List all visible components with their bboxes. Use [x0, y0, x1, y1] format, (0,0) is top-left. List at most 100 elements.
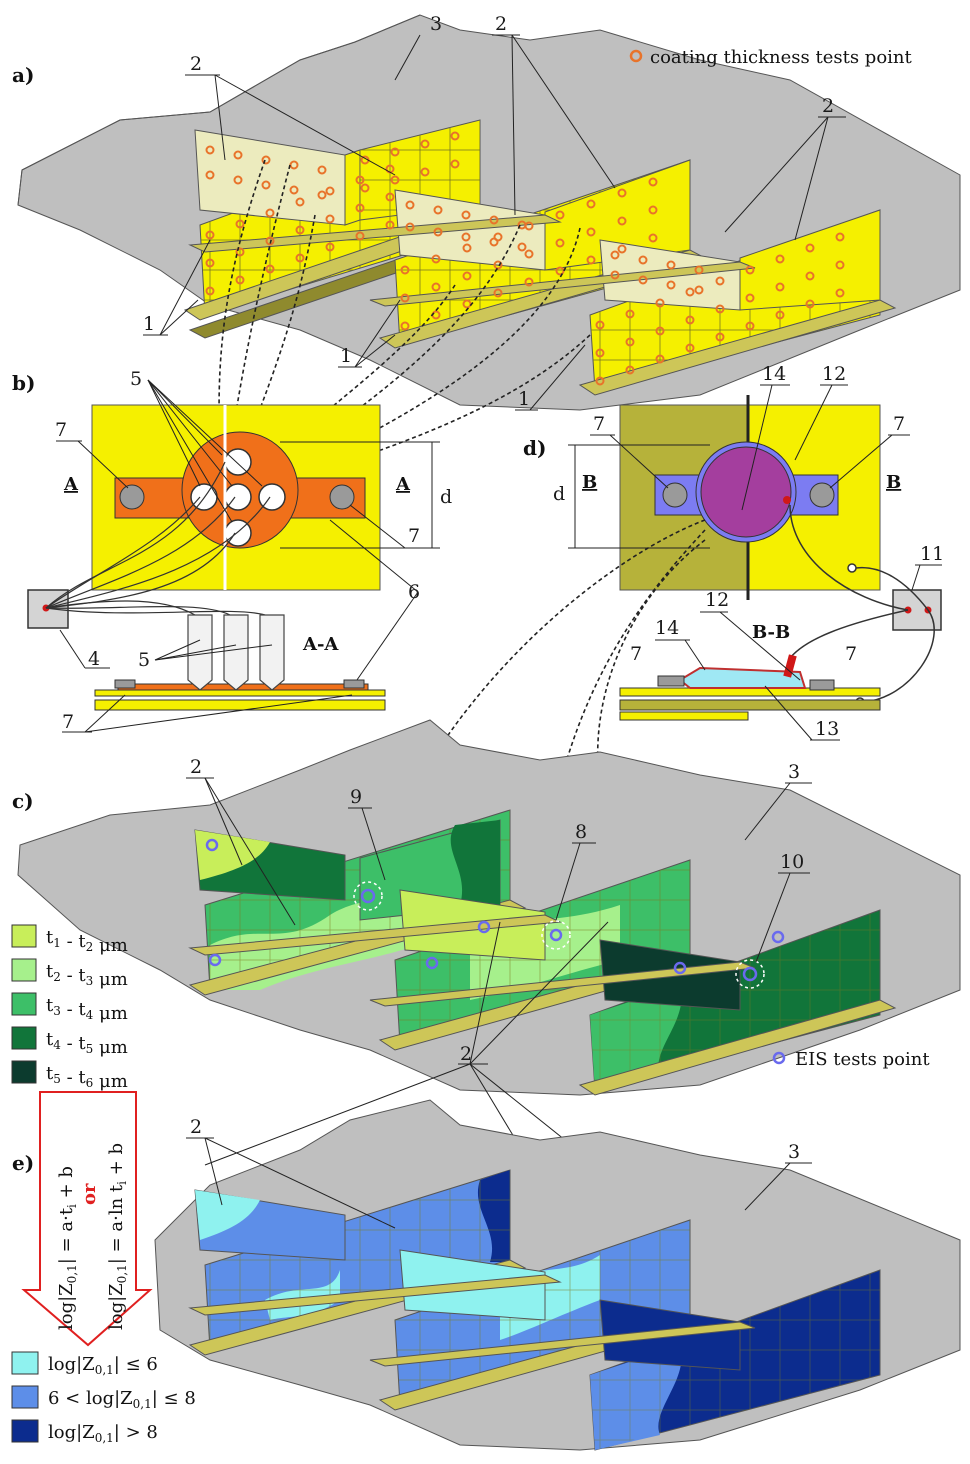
coating-test-point: [235, 219, 245, 229]
label-7: 7: [62, 711, 74, 733]
label-3: 3: [430, 13, 442, 35]
coating-test-points: [205, 131, 845, 386]
coating-test-point: [517, 220, 527, 230]
coating-test-point: [835, 232, 845, 242]
legend-swatch: [11, 1351, 39, 1375]
panel-d: d) B B d 7 7 14 12 11: [369, 363, 944, 951]
label-5: 5: [138, 649, 150, 671]
coating-test-point: [462, 243, 472, 253]
coating-test-point: [775, 282, 785, 292]
legend-label: t1 - t2 μm: [46, 927, 128, 956]
legend-marker-orange: [629, 49, 643, 63]
coating-test-point: [265, 208, 275, 218]
coating-test-point: [461, 232, 471, 242]
label-2: 2: [460, 1043, 472, 1065]
coating-test-point: [617, 216, 627, 226]
coating-test-point: [233, 175, 243, 185]
coating-test-point: [517, 242, 527, 252]
label-14: 14: [655, 617, 679, 639]
coating-test-point: [433, 227, 443, 237]
coating-test-point: [648, 233, 658, 243]
coating-test-point: [586, 255, 596, 265]
coating-test-point: [355, 203, 365, 213]
section-title-b-b: B-B: [752, 622, 790, 643]
coating-test-point: [715, 304, 725, 314]
beam-a-3: [578, 209, 897, 396]
legend-eis-text: EIS tests point: [795, 1049, 930, 1070]
panel-c: c): [11, 719, 961, 1301]
section-mark-a-right: A: [395, 474, 411, 495]
model-arrow: log|Z0,1| = a·ti + b or log|Z0,1| = a·ln…: [21, 1091, 153, 1347]
panel-label-e: e): [12, 1151, 34, 1175]
coating-test-point: [462, 271, 472, 281]
coating-test-point: [617, 244, 627, 254]
coating-test-point: [638, 275, 648, 285]
beam-a-1: [183, 119, 481, 339]
coating-test-point: [805, 299, 815, 309]
coating-test-point: [431, 282, 441, 292]
coating-test-point: [648, 205, 658, 215]
label-5: 5: [130, 368, 142, 390]
coating-test-point: [450, 159, 460, 169]
label-7: 7: [593, 413, 605, 435]
coating-test-point: [775, 310, 785, 320]
coating-test-point: [835, 260, 845, 270]
dim-d: d: [553, 483, 565, 505]
label-7: 7: [630, 643, 642, 665]
coating-test-point: [405, 200, 415, 210]
panel-label-b: b): [12, 371, 35, 395]
coating-test-point: [261, 155, 271, 165]
coating-test-point: [289, 160, 299, 170]
coating-test-point: [400, 293, 410, 303]
label-7: 7: [408, 525, 420, 547]
coating-test-point: [655, 298, 665, 308]
coating-test-point: [610, 270, 620, 280]
label-3: 3: [788, 1141, 800, 1163]
legend-label: 6 < log|Z0,1| ≤ 8: [48, 1388, 196, 1411]
beam-c-3: [578, 909, 897, 1096]
legend-swatch: [11, 958, 37, 982]
coating-test-point: [625, 365, 635, 375]
coating-test-point: [694, 265, 704, 275]
section-mark-a-left: A: [63, 474, 79, 495]
coating-test-point: [666, 260, 676, 270]
legend-marker-blue: [772, 1051, 786, 1065]
coating-test-point: [617, 188, 627, 198]
label-9: 9: [350, 786, 362, 808]
coating-test-point: [205, 145, 215, 155]
coating-test-point: [555, 238, 565, 248]
coating-test-point: [390, 175, 400, 185]
coating-test-point: [205, 230, 215, 240]
coating-test-point: [405, 222, 415, 232]
coating-test-point: [205, 170, 215, 180]
coating-test-point: [325, 242, 335, 252]
coating-test-point: [524, 277, 534, 287]
eis-test-points: [205, 838, 785, 982]
label-1: 1: [143, 313, 155, 335]
coating-test-point: [648, 177, 658, 187]
coating-test-point: [205, 286, 215, 296]
panel-label-c: c): [12, 789, 34, 813]
dim-d: d: [440, 486, 452, 508]
label-1: 1: [518, 388, 530, 410]
legend-label: t4 - t5 μm: [46, 1029, 128, 1058]
coating-test-point: [595, 348, 605, 358]
coating-test-point: [235, 275, 245, 285]
coating-test-point: [595, 376, 605, 386]
coating-test-point: [715, 276, 725, 286]
coating-test-point: [390, 147, 400, 157]
section-title-a-a: A-A: [302, 634, 339, 655]
coating-test-point: [317, 165, 327, 175]
coating-test-point: [835, 288, 845, 298]
coating-test-point: [205, 258, 215, 268]
coating-test-point: [694, 285, 704, 295]
coating-test-point: [489, 215, 499, 225]
coating-test-point: [450, 131, 460, 141]
panel-label-d: d): [523, 436, 546, 460]
legend-label: t5 - t6 μm: [46, 1063, 128, 1092]
label-2: 2: [190, 53, 202, 75]
label-7: 7: [55, 419, 67, 441]
coating-test-point: [625, 309, 635, 319]
section-mark-b-right: B: [886, 472, 901, 493]
coating-test-point: [775, 254, 785, 264]
